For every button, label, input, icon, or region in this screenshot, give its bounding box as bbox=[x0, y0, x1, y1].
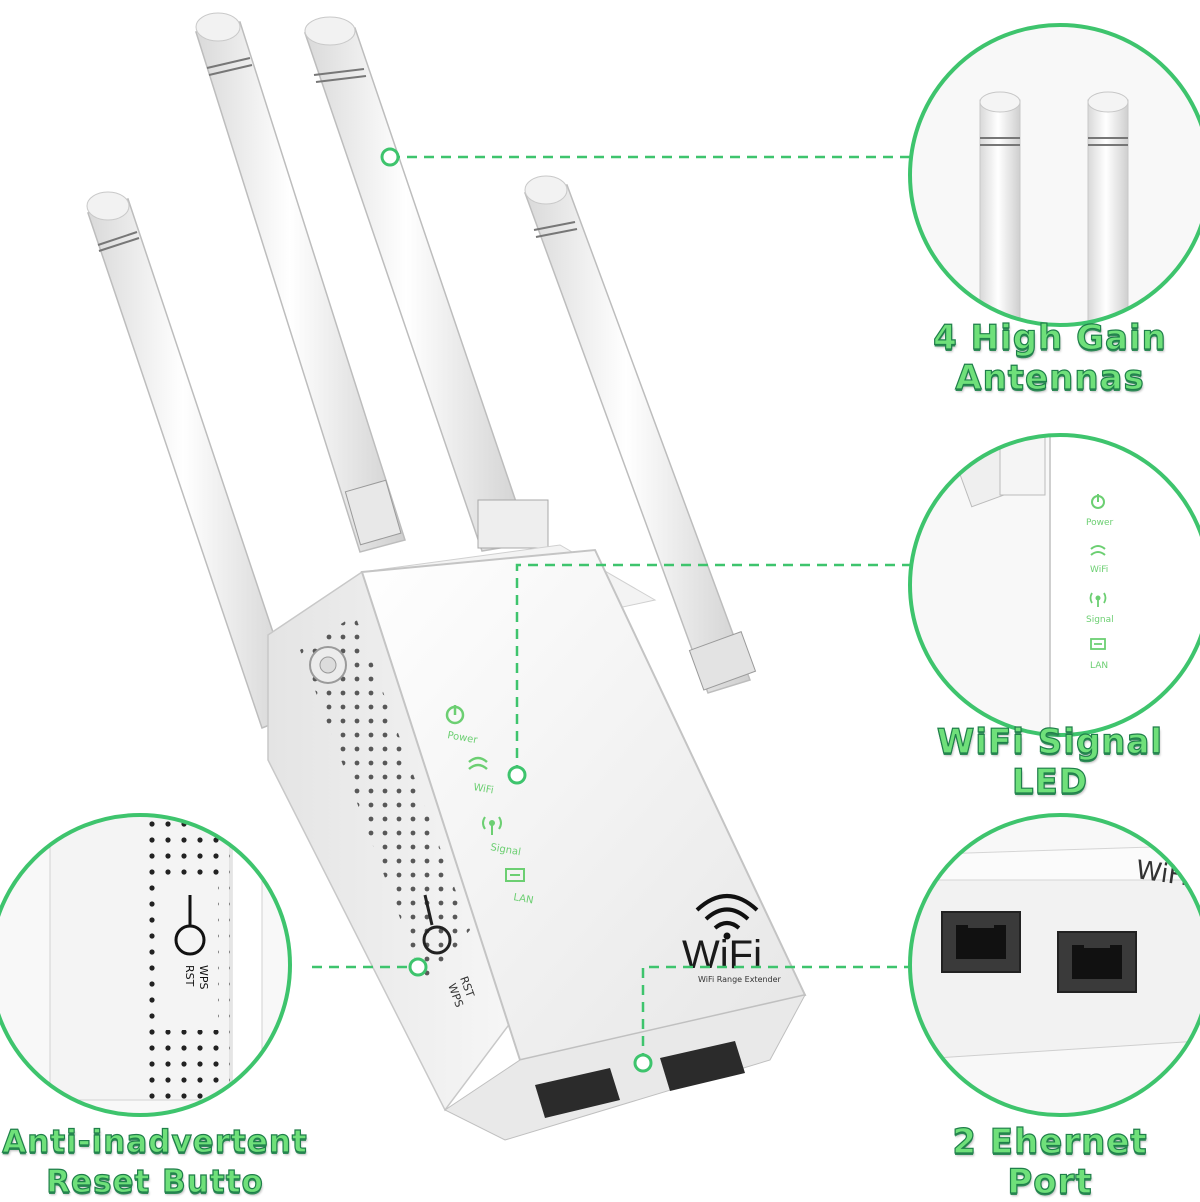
callout-label-ethernet: 2 Ehernet Port bbox=[915, 1121, 1185, 1202]
ethernet-port-icon bbox=[535, 1041, 745, 1118]
led-label-wifi: WiFi bbox=[472, 782, 494, 796]
led-line1: WiFi Signal bbox=[936, 721, 1164, 762]
antennas-line2: Antennas bbox=[955, 357, 1145, 398]
reset-line1: Anti-inadvertent bbox=[2, 1123, 308, 1160]
reset-button-icon bbox=[422, 894, 452, 955]
antenna-front-middle bbox=[303, 16, 549, 552]
device-brand-text: WiFi bbox=[682, 933, 762, 977]
closeup-signal-icon bbox=[1089, 592, 1107, 607]
callout-label-reset: Anti-inadvertent Reset Butto bbox=[0, 1122, 310, 1202]
closeup-label-rst: RST bbox=[183, 965, 196, 987]
antenna-rear-left bbox=[86, 191, 301, 729]
antennas-line1: 4 High Gain bbox=[933, 317, 1167, 358]
closeup-led-label-wifi: WiFi bbox=[1090, 565, 1108, 575]
callout-dots bbox=[380, 147, 653, 1073]
closeup-wifi-icon bbox=[1090, 545, 1106, 556]
lan-icon bbox=[505, 868, 525, 882]
antenna-rear-middle bbox=[195, 12, 406, 553]
closeup-led-label-lan: LAN bbox=[1090, 661, 1108, 671]
callout-label-led: WiFi Signal LED bbox=[915, 721, 1185, 802]
closeup-lan-icon bbox=[1090, 638, 1106, 650]
led-label-lan: LAN bbox=[512, 892, 534, 906]
power-icon bbox=[445, 705, 465, 725]
closeup-led-label-power: Power bbox=[1086, 518, 1114, 528]
antenna-right bbox=[523, 175, 757, 694]
callout-lines bbox=[312, 155, 910, 1063]
signal-icon bbox=[482, 816, 502, 835]
led-panel: Power WiFi Signal LAN bbox=[445, 705, 534, 906]
closeup-ethernet-port-2 bbox=[1057, 931, 1137, 993]
led-label-signal: Signal bbox=[489, 842, 521, 858]
ethernet-line2: Port bbox=[1007, 1161, 1093, 1202]
ethernet-line1: 2 Ehernet bbox=[952, 1121, 1148, 1162]
closeup-label-wps: WPS bbox=[197, 965, 210, 990]
device-sublabel: WiFi Range Extender bbox=[698, 975, 782, 984]
closeup-led-label-signal: Signal bbox=[1086, 615, 1114, 625]
extender-body: WPS RST bbox=[267, 544, 807, 1141]
closeup-power-icon bbox=[1091, 494, 1105, 509]
closeup-reset-button-icon bbox=[174, 895, 206, 956]
led-line2: LED bbox=[1011, 761, 1089, 802]
reset-line2: Reset Butto bbox=[46, 1163, 264, 1200]
wifi-logo-icon bbox=[695, 894, 759, 940]
ethernet-closeup-circle: WiFi bbox=[908, 813, 1200, 1117]
reset-closeup-circle: WPS RST bbox=[0, 813, 292, 1117]
led-label-power: Power bbox=[446, 730, 479, 746]
closeup-ethernet-port-1 bbox=[941, 911, 1021, 973]
antenna-closeup-circle bbox=[908, 23, 1200, 327]
led-closeup-circle: Power WiFi Signal LAN bbox=[908, 433, 1200, 737]
callout-label-antennas: 4 High Gain Antennas bbox=[915, 317, 1185, 398]
wifi-icon bbox=[468, 756, 488, 770]
